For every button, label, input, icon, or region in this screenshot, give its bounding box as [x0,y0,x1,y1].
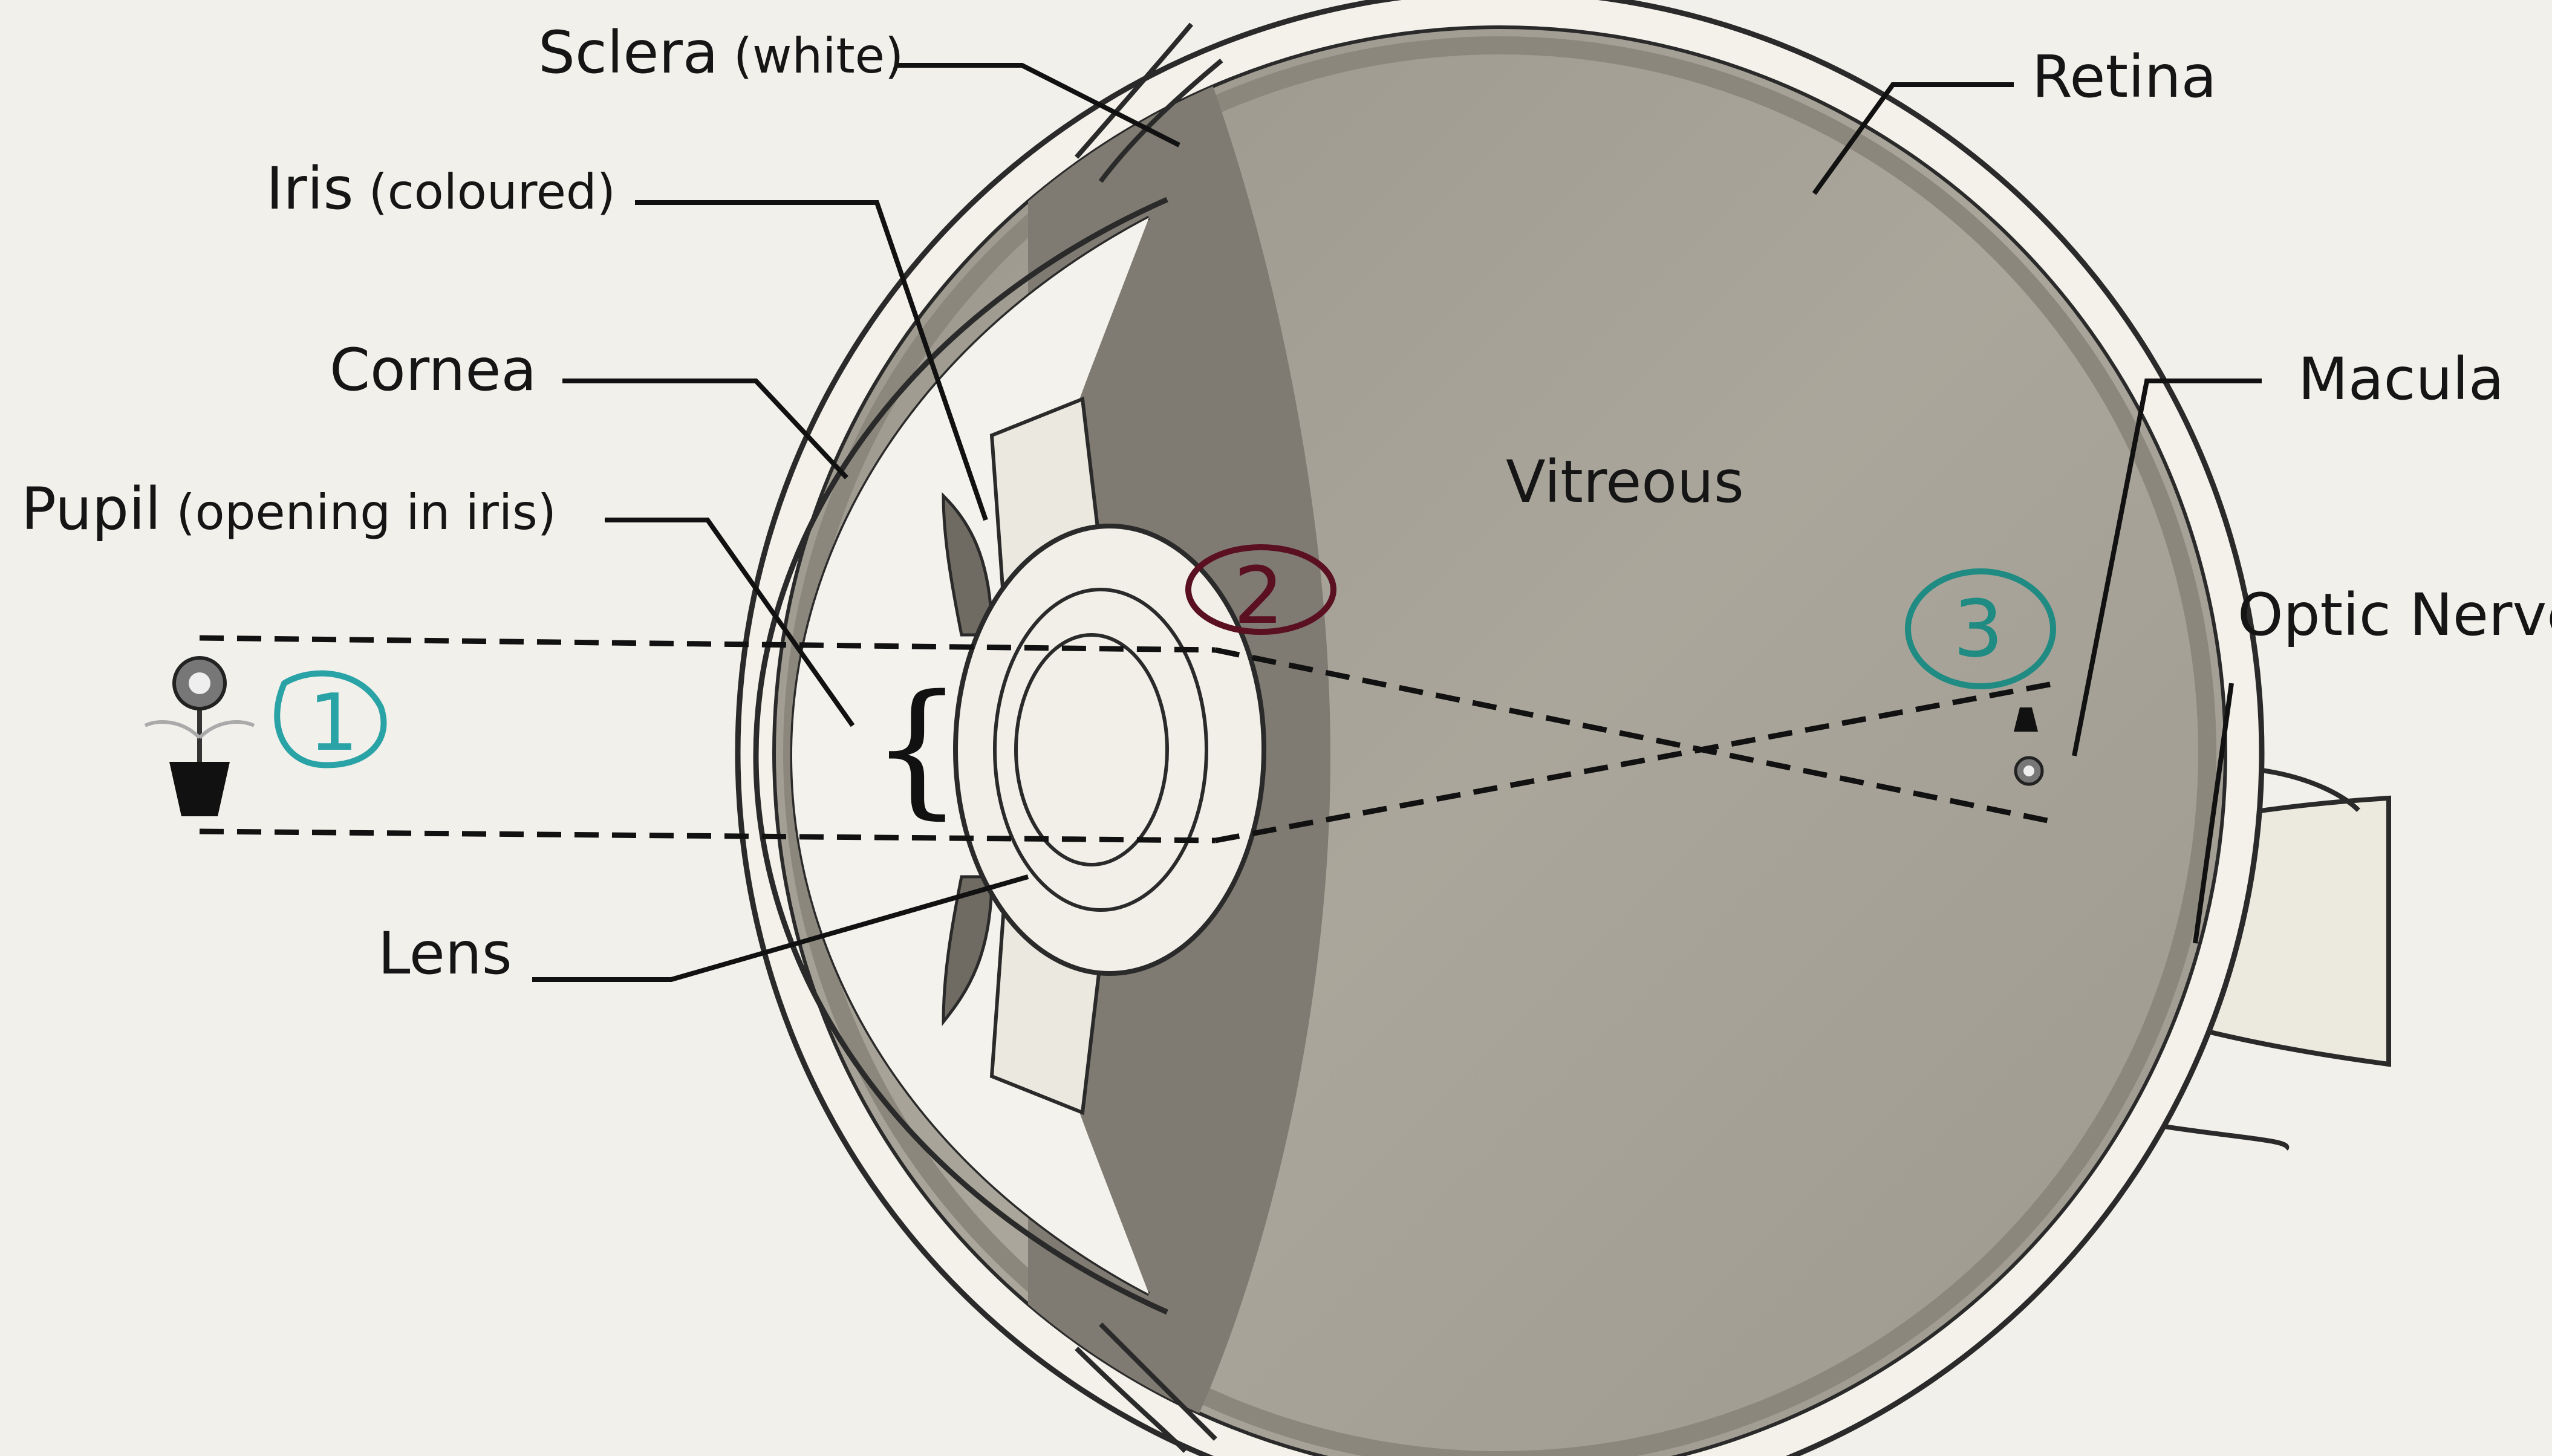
vitreous-label: Vitreous [1506,448,1744,516]
pupil-label: Pupil (opening in iris) [21,475,556,543]
lens-label: Lens [378,920,512,987]
macula-label: Macula [2298,345,2504,413]
cornea-label: Cornea [330,336,536,404]
retina-label: Retina [2032,43,2216,111]
optic-nerve-label: Optic Nerve [2238,581,2552,649]
iris-label: Iris (coloured) [266,155,616,223]
svg-text:3: 3 [1953,583,2004,675]
potted-flower-icon [145,658,254,816]
svg-text:1: 1 [308,677,359,769]
svg-text:2: 2 [1234,550,1284,642]
sclera-label: Sclera (white) [538,19,903,86]
lens-body [955,526,1264,973]
pupil-brace: { [871,663,963,833]
step-1-annotation: 1 [277,674,383,769]
